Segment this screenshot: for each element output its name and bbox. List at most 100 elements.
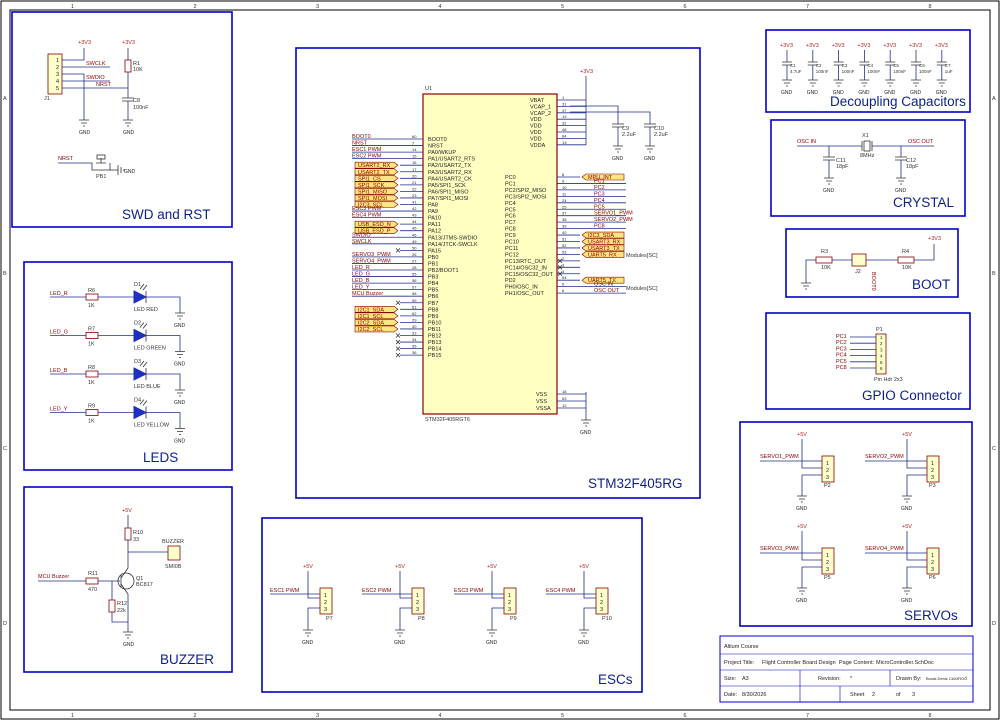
mcu-right-pin-num-5: 25 bbox=[562, 204, 567, 209]
mcu-left-port-26[interactable] bbox=[354, 306, 399, 313]
mcu-power-pin-num-1: 31 bbox=[562, 101, 567, 106]
mcu-left-pin-name-10: PA8 bbox=[428, 203, 438, 209]
buzzer-mcu-net: MCU Buzzer bbox=[38, 574, 69, 580]
mcu-right-port-16[interactable] bbox=[581, 276, 625, 284]
servo-net-3: SERVO4_PWM bbox=[865, 546, 904, 552]
mcu-left-port-13[interactable] bbox=[354, 220, 399, 228]
esc-connector-1[interactable] bbox=[411, 587, 425, 615]
servo-ref-3: P6 bbox=[929, 575, 936, 581]
q1-transistor[interactable] bbox=[117, 572, 135, 590]
led-gnd-0-symbol bbox=[175, 312, 185, 320]
mcu-right-port-11[interactable] bbox=[581, 244, 625, 252]
r1-resistor[interactable] bbox=[124, 59, 132, 73]
decap-3v3-0: +3V3 bbox=[780, 43, 793, 49]
r10-resistor[interactable] bbox=[124, 527, 132, 541]
title-revision: * bbox=[850, 676, 853, 682]
mcu-right-net-12: UART5_RX bbox=[588, 252, 617, 258]
mcu-power-pin-name-3: VDD bbox=[530, 117, 542, 123]
p1-label: Pin Hdr 2x3 bbox=[874, 377, 903, 383]
mcu-left-port-29[interactable] bbox=[354, 325, 399, 333]
servos-block: SERVOs +5VSERVO1_PWM123P2GND+5VSERVO2_PW… bbox=[739, 421, 973, 627]
mcu-ref: U1 bbox=[425, 86, 432, 92]
mcu-left-net-10: I2C3_SCL bbox=[358, 203, 383, 209]
reset-button[interactable] bbox=[96, 154, 106, 160]
mcu-gnd-pin-name-1: VSS bbox=[536, 399, 547, 405]
servo-connector-3[interactable] bbox=[926, 547, 940, 575]
mcu-left-port-9[interactable] bbox=[354, 194, 399, 202]
esc-connector-2[interactable] bbox=[503, 587, 517, 615]
mcu-left-port-28[interactable] bbox=[354, 319, 399, 326]
mcu-left-port-8[interactable] bbox=[354, 188, 399, 195]
mcu-right-port-12[interactable] bbox=[581, 251, 625, 258]
esc-ref-2: P9 bbox=[510, 616, 517, 622]
servo-pin-0-1: 2 bbox=[826, 468, 829, 474]
mcu-left-port-4[interactable] bbox=[354, 161, 399, 169]
mcu-left-pin-name-25: PB7 bbox=[428, 301, 438, 307]
r11-resistor[interactable] bbox=[85, 577, 99, 585]
mcu-left-port-10[interactable] bbox=[354, 201, 399, 208]
decap-gnd-4-symbol bbox=[885, 79, 896, 87]
servo-5v-1: +5V bbox=[902, 432, 912, 438]
title-of: 3 bbox=[912, 692, 915, 698]
decap-ref-1: C2 bbox=[816, 63, 822, 68]
p1-connector[interactable] bbox=[875, 333, 887, 375]
buzzer-part[interactable] bbox=[167, 545, 181, 561]
r4-resistor[interactable] bbox=[897, 256, 915, 264]
r3-resistor[interactable] bbox=[815, 256, 833, 264]
led-resistor-value-0: 1K bbox=[88, 303, 95, 309]
mcu-left-pin-name-19: PB1 bbox=[428, 261, 438, 267]
title-date: 8/30/2026 bbox=[742, 692, 766, 698]
servo-connector-0[interactable] bbox=[821, 455, 835, 483]
nrst-button-net: NRST bbox=[58, 156, 74, 162]
r12-resistor[interactable] bbox=[108, 599, 116, 613]
decap-3v3-5: +3V3 bbox=[909, 43, 922, 49]
led-gnd-3-symbol bbox=[175, 428, 185, 435]
led-diode-3[interactable] bbox=[133, 405, 148, 420]
mcu-left-port-14[interactable] bbox=[354, 227, 399, 234]
servo-connector-2[interactable] bbox=[821, 547, 835, 575]
j1-connector[interactable] bbox=[47, 53, 63, 95]
mcu-chip-body[interactable] bbox=[422, 93, 558, 415]
mcu-left-pin-num-5: 17 bbox=[412, 167, 417, 172]
j2-jumper[interactable] bbox=[851, 253, 867, 267]
r4-ref: R4 bbox=[902, 249, 909, 255]
led-resistor-3[interactable] bbox=[85, 409, 99, 416]
r12-value: 22k bbox=[117, 608, 126, 614]
led-resistor-1[interactable] bbox=[85, 332, 99, 339]
esc-gnd-0: GND bbox=[302, 640, 314, 646]
mcu-power-pin-name-0: VBAT bbox=[530, 98, 545, 104]
mcu-left-pin-name-31: PB13 bbox=[428, 340, 441, 346]
led-diode-1[interactable] bbox=[133, 328, 148, 343]
led-diode-ref-0: D1 bbox=[134, 282, 141, 288]
led-resistor-0[interactable] bbox=[85, 293, 99, 301]
mcu-left-pin-name-24: PB6 bbox=[428, 294, 438, 300]
led-diode-0[interactable] bbox=[133, 290, 148, 304]
title-size-label: Size: bbox=[724, 676, 737, 682]
mcu-left-port-27[interactable] bbox=[354, 312, 399, 320]
mcu-left-pin-name-9: PA7/SPI1_MOSI bbox=[428, 196, 469, 202]
esc-connector-3[interactable] bbox=[595, 587, 609, 615]
mcu-left-pin-name-30: PB12 bbox=[428, 334, 441, 340]
mcu-left-pin-num-0: 60 bbox=[412, 134, 417, 139]
esc-gnd-2-symbol bbox=[487, 629, 497, 637]
esc-pin-3-2: 3 bbox=[600, 607, 603, 613]
mcu-right-port-10[interactable] bbox=[581, 238, 625, 245]
mcu-right-pin-name-3: PC3/SPI2_MOSI bbox=[505, 194, 547, 200]
mcu-left-port-6[interactable] bbox=[354, 175, 399, 182]
esc-connector-0[interactable] bbox=[319, 587, 333, 615]
led-diode-2[interactable] bbox=[133, 367, 148, 381]
mcu-left-port-5[interactable] bbox=[354, 168, 399, 176]
mcu-right-net-0: MPU_INT bbox=[588, 175, 613, 181]
mcu-right-pin-name-11: PC11 bbox=[505, 246, 518, 252]
mcu-right-pin-name-18: PH1/OSC_OUT bbox=[505, 291, 544, 297]
mcu-right-port-0[interactable] bbox=[581, 173, 625, 181]
led-resistor-2[interactable] bbox=[85, 370, 99, 378]
j1-pin-3: 3 bbox=[56, 72, 59, 78]
crystal-x1[interactable] bbox=[863, 140, 871, 152]
mcu-right-port-9[interactable] bbox=[581, 231, 625, 239]
mcu-left-port-7[interactable] bbox=[354, 181, 399, 189]
mcu-left-pin-num-10: 41 bbox=[412, 200, 417, 205]
servo-connector-1[interactable] bbox=[926, 455, 940, 483]
decap-ref-6: C7 bbox=[945, 63, 951, 68]
gpio-block-frame bbox=[765, 312, 971, 410]
